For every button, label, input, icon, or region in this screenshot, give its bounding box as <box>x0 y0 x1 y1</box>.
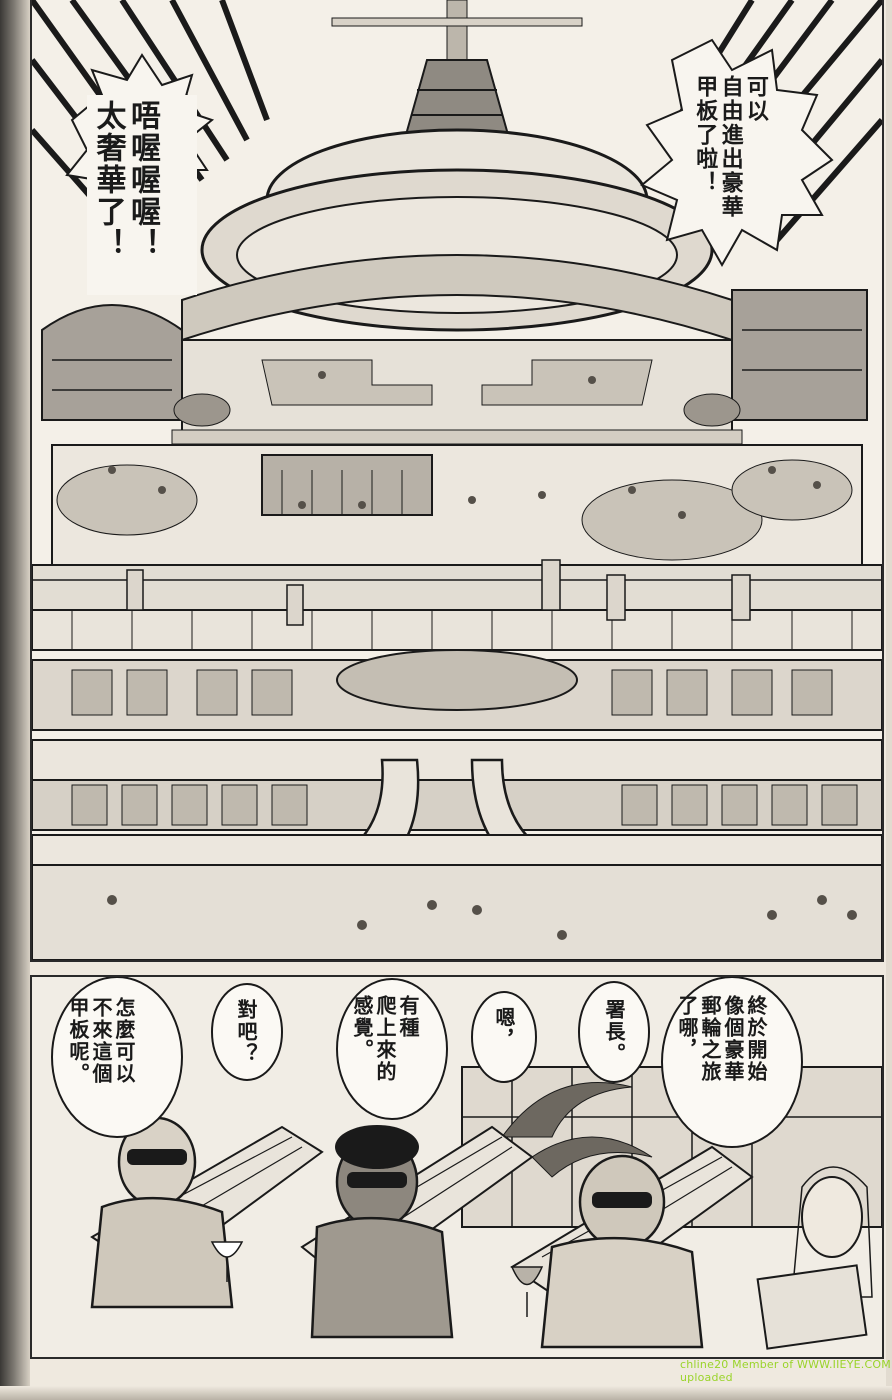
page-edge-right <box>886 0 892 1400</box>
panel-sunbathers: 終於開始 像個豪華 郵輪之旅 了哪， 署長。 嗯， 有種 爬上來的 感覺。 對吧… <box>30 975 884 1359</box>
balloon-1 <box>661 977 803 1148</box>
balloon-3 <box>471 991 537 1083</box>
balloon-5 <box>211 983 283 1081</box>
balloon-2 <box>578 981 650 1083</box>
speech-b3: 嗯， <box>492 1007 516 1051</box>
speech-top-right: 可以 自由進出豪華 甲板了啦！ <box>692 75 768 219</box>
cruise-ship-illustration <box>32 0 882 960</box>
speech-b4: 有種 爬上來的 感覺。 <box>350 995 420 1083</box>
panel-cruise-deck: 唔喔喔喔！ 太奢華了！ 可以 自由進出豪華 甲板了啦！ <box>30 0 884 962</box>
speech-b6: 怎麼可以 不來這個 甲板呢。 <box>66 997 136 1085</box>
sunbathers-illustration <box>32 977 882 1357</box>
exclamation-top-left: 唔喔喔喔！ 太奢華了！ <box>90 100 161 260</box>
balloon-6 <box>51 977 183 1138</box>
balloon-4 <box>336 978 448 1120</box>
speech-b2: 署長。 <box>602 999 626 1065</box>
page-spine-shadow <box>0 0 30 1400</box>
speech-b5: 對吧？ <box>234 999 258 1065</box>
burst-balloon-right <box>640 38 834 268</box>
page-edge-bottom <box>0 1386 892 1400</box>
uploader-credit: chline20 Member of WWW.IIEYE.COM uploade… <box>680 1358 891 1384</box>
speech-b1: 終於開始 像個豪華 郵輪之旅 了哪， <box>675 995 768 1083</box>
